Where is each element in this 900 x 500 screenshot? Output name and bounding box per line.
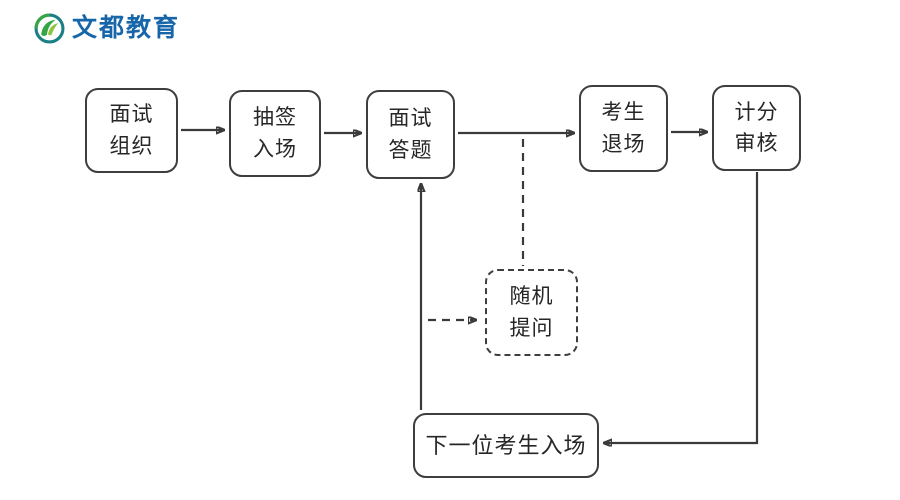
node-label-line: 随机	[509, 285, 554, 308]
wendu-leaf-circle-icon	[34, 13, 65, 44]
node-label-line: 审核	[734, 132, 779, 155]
node-label-line: 考生	[601, 101, 646, 124]
node-candidate-exit: 考生 退场	[579, 85, 668, 172]
node-label-line: 答题	[388, 138, 433, 162]
node-label-line: 入场	[253, 137, 297, 161]
node-label-line: 面试	[109, 103, 154, 126]
node-score-review: 计分 审核	[712, 85, 801, 171]
node-label-line: 抽签	[253, 106, 297, 129]
node-next-candidate-entry: 下一位考生入场	[413, 413, 599, 478]
node-label-line: 组织	[109, 134, 154, 158]
arrow-score-to-next-candidate	[604, 172, 759, 443]
node-label-line: 下一位考生入场	[425, 433, 587, 458]
node-interview-org: 面试 组织	[85, 88, 178, 173]
node-label-line: 计分	[734, 100, 779, 124]
node-draw-lots-entry: 抽签 入场	[229, 90, 321, 177]
node-random-question: 随机 提问	[485, 269, 578, 356]
node-interview-answer: 面试 答题	[366, 90, 455, 179]
node-label-line: 面试	[388, 107, 433, 130]
node-label-line: 退场	[601, 132, 646, 156]
brand-name: 文都教育	[72, 14, 181, 42]
brand-logo: 文都教育	[34, 13, 180, 44]
node-label-line: 提问	[509, 316, 554, 340]
